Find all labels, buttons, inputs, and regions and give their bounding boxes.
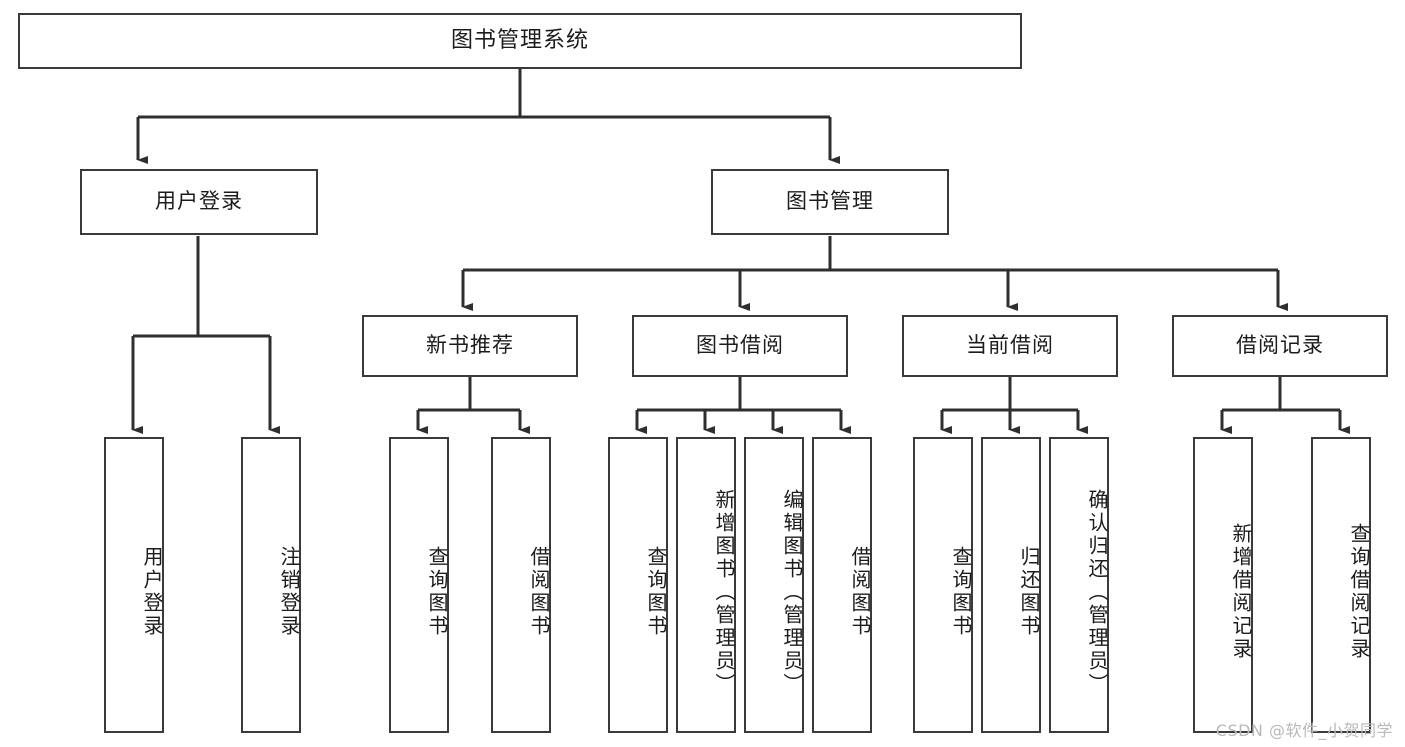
node-label: 新书推荐 xyxy=(426,333,514,358)
node-current-borrow[interactable]: 当前借阅 xyxy=(902,315,1118,377)
node-label: 借阅图书 xyxy=(527,546,551,638)
node-label: 归还图书 xyxy=(1017,546,1041,638)
leaf-query-book-borrow[interactable]: 查询图书 xyxy=(608,437,668,733)
node-label: 查询图书 xyxy=(949,546,973,638)
leaf-query-record[interactable]: 查询借阅记录 xyxy=(1311,437,1371,733)
node-new-book-recommend[interactable]: 新书推荐 xyxy=(362,315,578,377)
node-book-borrow[interactable]: 图书借阅 xyxy=(632,315,848,377)
node-label: 查询图书 xyxy=(425,546,449,638)
node-label: 确认归还（管理员） xyxy=(1085,488,1109,696)
node-label: 当前借阅 xyxy=(966,333,1054,358)
node-label: 借阅记录 xyxy=(1236,333,1324,358)
leaf-logout[interactable]: 注销登录 xyxy=(241,437,301,733)
leaf-add-record[interactable]: 新增借阅记录 xyxy=(1193,437,1253,733)
leaf-edit-book[interactable]: 编辑图书（管理员） xyxy=(744,437,804,733)
node-label: 图书借阅 xyxy=(696,333,784,358)
node-borrow-record[interactable]: 借阅记录 xyxy=(1172,315,1388,377)
node-label: 新增图书（管理员） xyxy=(712,488,736,696)
leaf-borrow-book-recommend[interactable]: 借阅图书 xyxy=(491,437,551,733)
node-label: 编辑图书（管理员） xyxy=(780,488,804,696)
leaf-add-book[interactable]: 新增图书（管理员） xyxy=(676,437,736,733)
node-label: 查询图书 xyxy=(644,546,668,638)
node-label: 图书管理系统 xyxy=(450,27,589,53)
leaf-user-login[interactable]: 用户登录 xyxy=(104,437,164,733)
node-label: 新增借阅记录 xyxy=(1229,523,1253,661)
node-book-manage[interactable]: 图书管理 xyxy=(711,169,949,235)
leaf-query-book-current[interactable]: 查询图书 xyxy=(913,437,973,733)
node-label: 图书管理 xyxy=(786,189,874,214)
leaf-query-book-recommend[interactable]: 查询图书 xyxy=(389,437,449,733)
node-label: 用户登录 xyxy=(155,189,243,214)
watermark: CSDN @软件_小贺同学 xyxy=(1215,721,1393,740)
node-user-login[interactable]: 用户登录 xyxy=(80,169,318,235)
node-label: 注销登录 xyxy=(277,546,301,638)
node-label: 用户登录 xyxy=(140,546,164,638)
leaf-confirm-return[interactable]: 确认归还（管理员） xyxy=(1049,437,1109,733)
node-root[interactable]: 图书管理系统 xyxy=(18,13,1022,69)
leaf-return-book[interactable]: 归还图书 xyxy=(981,437,1041,733)
leaf-borrow-book[interactable]: 借阅图书 xyxy=(812,437,872,733)
node-label: 查询借阅记录 xyxy=(1347,523,1371,661)
node-label: 借阅图书 xyxy=(848,546,872,638)
